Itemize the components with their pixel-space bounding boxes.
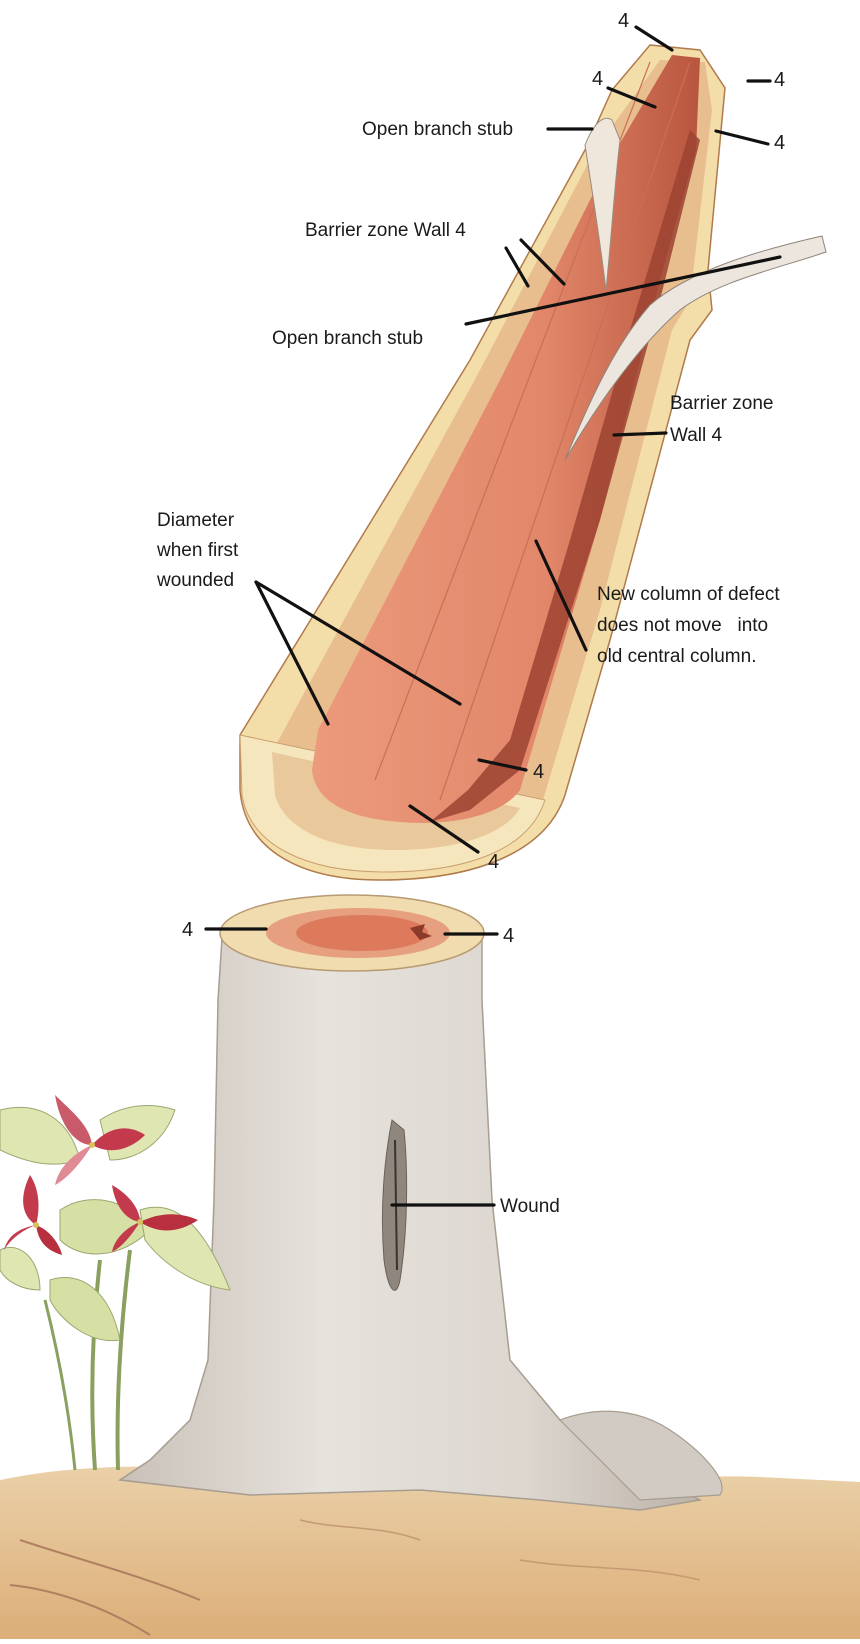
label-wall4-stump-right: 4 (503, 925, 514, 947)
log-section (240, 45, 826, 880)
label-diameter-1: Diameter (157, 510, 235, 531)
label-wall4-log-side: 4 (533, 761, 544, 783)
label-wall4-log-bottom: 4 (488, 851, 499, 873)
label-wall4-top-b: 4 (592, 68, 603, 90)
label-new-column-1: New column of defect (597, 584, 780, 605)
label-barrier-zone-right-1: Barrier zone (670, 393, 774, 414)
stump (120, 895, 722, 1510)
label-new-column-3: old central column. (597, 646, 756, 667)
label-wall4-stump-left: 4 (182, 919, 193, 941)
label-barrier-zone-wall4-left: Barrier zone Wall 4 (305, 220, 466, 241)
label-wall4-right-a: 4 (774, 69, 785, 91)
label-new-column-2: does not move into (597, 615, 768, 636)
label-wound: Wound (500, 1196, 560, 1217)
label-open-branch-stub-upper: Open branch stub (362, 119, 513, 140)
label-barrier-zone-right-2: Wall 4 (670, 425, 723, 446)
label-wall4-top-a: 4 (618, 10, 629, 32)
stump-top-heartwood (296, 915, 428, 951)
label-open-branch-stub-lower: Open branch stub (272, 328, 423, 349)
ground (0, 1467, 860, 1639)
label-wall4-right-b: 4 (774, 132, 785, 154)
label-diameter-2: when first (156, 540, 239, 561)
label-diameter-3: wounded (156, 570, 234, 591)
